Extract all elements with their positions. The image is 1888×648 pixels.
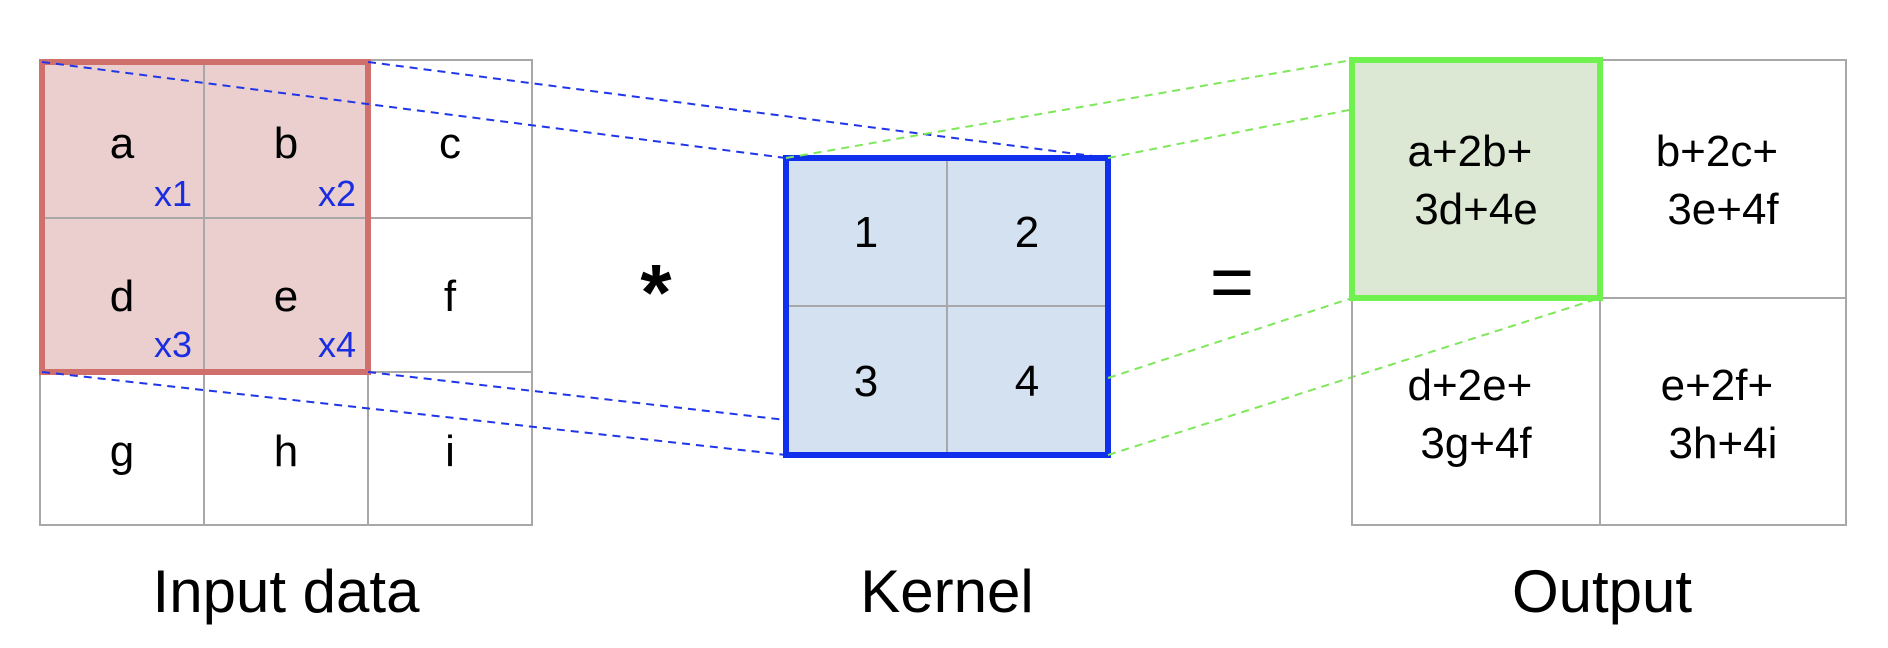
convolution-operator: *	[640, 248, 672, 337]
input-cell-f: f	[444, 272, 457, 321]
output-cell-top-left: a+2b+ 3d+4e	[1407, 127, 1544, 234]
output-cell-line: 3d+4e	[1414, 185, 1538, 234]
input-cell-d: d	[110, 272, 134, 321]
kernel-cell-3: 3	[854, 357, 878, 406]
input-cell-b: b	[274, 119, 298, 168]
projection-line	[1107, 297, 1353, 379]
weight-x2: x2	[318, 173, 356, 214]
output-cell-line: e+2f+	[1661, 361, 1774, 410]
projection-line	[367, 371, 787, 421]
projection-line	[785, 59, 1353, 159]
projection-line	[367, 61, 1109, 159]
input-data-label: Input data	[153, 558, 421, 625]
output-highlight-border	[1349, 57, 1603, 301]
kernel-border	[783, 155, 1111, 458]
kernel-cell-4: 4	[1015, 357, 1039, 406]
input-cell-g: g	[110, 427, 134, 476]
kernel-grid: 1 2 3 4	[783, 155, 1111, 458]
projection-line	[1107, 297, 1601, 456]
output-cell-line: 3e+4f	[1667, 185, 1779, 234]
input-cell-h: h	[274, 427, 298, 476]
equals-operator: =	[1210, 240, 1254, 325]
input-cell-a: a	[110, 119, 135, 168]
output-cell-top-right: b+2c+ 3e+4f	[1656, 127, 1791, 234]
output-cell-bottom-left: d+2e+ 3g+4f	[1407, 361, 1544, 468]
input-grid: a b c d e f g h i x1 x2 x3 x4	[39, 59, 533, 526]
weight-x3: x3	[154, 324, 192, 365]
input-highlight-border	[39, 59, 371, 375]
weight-x4: x4	[318, 324, 356, 365]
output-highlight-fill	[1352, 60, 1600, 298]
output-cell-bottom-right: e+2f+ 3h+4i	[1661, 361, 1786, 468]
input-cell-c: c	[439, 119, 461, 168]
input-cell-i: i	[445, 427, 455, 476]
output-label: Output	[1512, 558, 1692, 625]
input-cell-e: e	[274, 272, 298, 321]
kernel-to-output-projection	[785, 59, 1601, 456]
output-grid: a+2b+ 3d+4e b+2c+ 3e+4f d+2e+ 3g+4f e+2f…	[1349, 57, 1847, 526]
output-cell-line: a+2b+	[1407, 127, 1532, 176]
kernel-cell-2: 2	[1015, 208, 1039, 257]
output-cell-line: d+2e+	[1407, 361, 1532, 410]
kernel-label: Kernel	[860, 558, 1033, 625]
output-cell-line: 3g+4f	[1420, 419, 1532, 468]
input-to-kernel-projection	[41, 61, 1109, 456]
output-cell-line: 3h+4i	[1669, 419, 1778, 468]
kernel-cell-1: 1	[854, 208, 878, 257]
projection-line	[41, 371, 787, 456]
weight-x1: x1	[154, 173, 192, 214]
output-cell-line: b+2c+	[1656, 127, 1778, 176]
